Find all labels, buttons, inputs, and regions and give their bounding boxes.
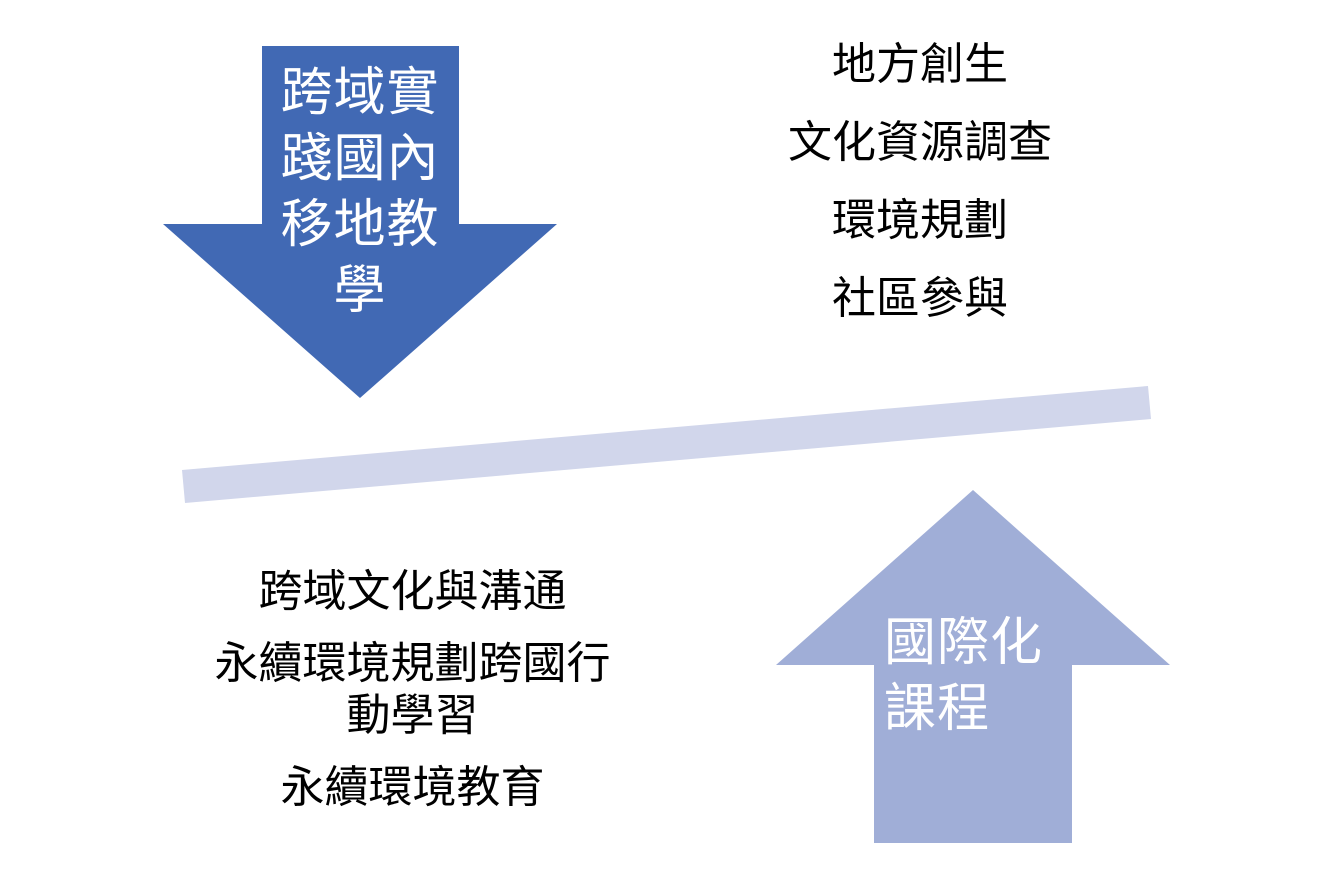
bottom-list-item: 永續環境規劃跨國行動學習	[214, 638, 611, 741]
bottom-list-item: 永續環境教育	[280, 762, 545, 813]
divider-bar-shape	[182, 386, 1151, 503]
up-arrow-label-line: 國際化	[884, 613, 1044, 673]
up-arrow-label-line: 課程	[884, 679, 991, 739]
top-list-item: 文化資源調查	[788, 117, 1052, 168]
bottom-item-list: 跨域文化與溝通 永續環境規劃跨國行動學習 永續環境教育	[210, 566, 615, 834]
top-list-item: 環境規劃	[832, 195, 1008, 246]
top-list-item: 地方創生	[832, 39, 1008, 90]
up-arrow-shape	[776, 490, 1170, 843]
down-arrow-label-line: 學	[333, 261, 387, 321]
down-arrow-shape	[163, 46, 557, 398]
up-arrow-label: 國際化 課程	[884, 610, 1074, 742]
down-arrow-label-line: 移地教	[280, 195, 440, 255]
down-arrow-label: 跨域實 踐國內 移地教 學	[262, 60, 458, 324]
top-list-item: 社區參與	[832, 273, 1008, 324]
down-arrow-label-line: 跨域實	[280, 63, 440, 123]
bottom-list-item: 跨域文化與溝通	[258, 566, 567, 617]
down-arrow-label-line: 踐國內	[280, 129, 440, 189]
top-item-list: 地方創生 文化資源調查 環境規劃 社區參與	[720, 38, 1120, 350]
